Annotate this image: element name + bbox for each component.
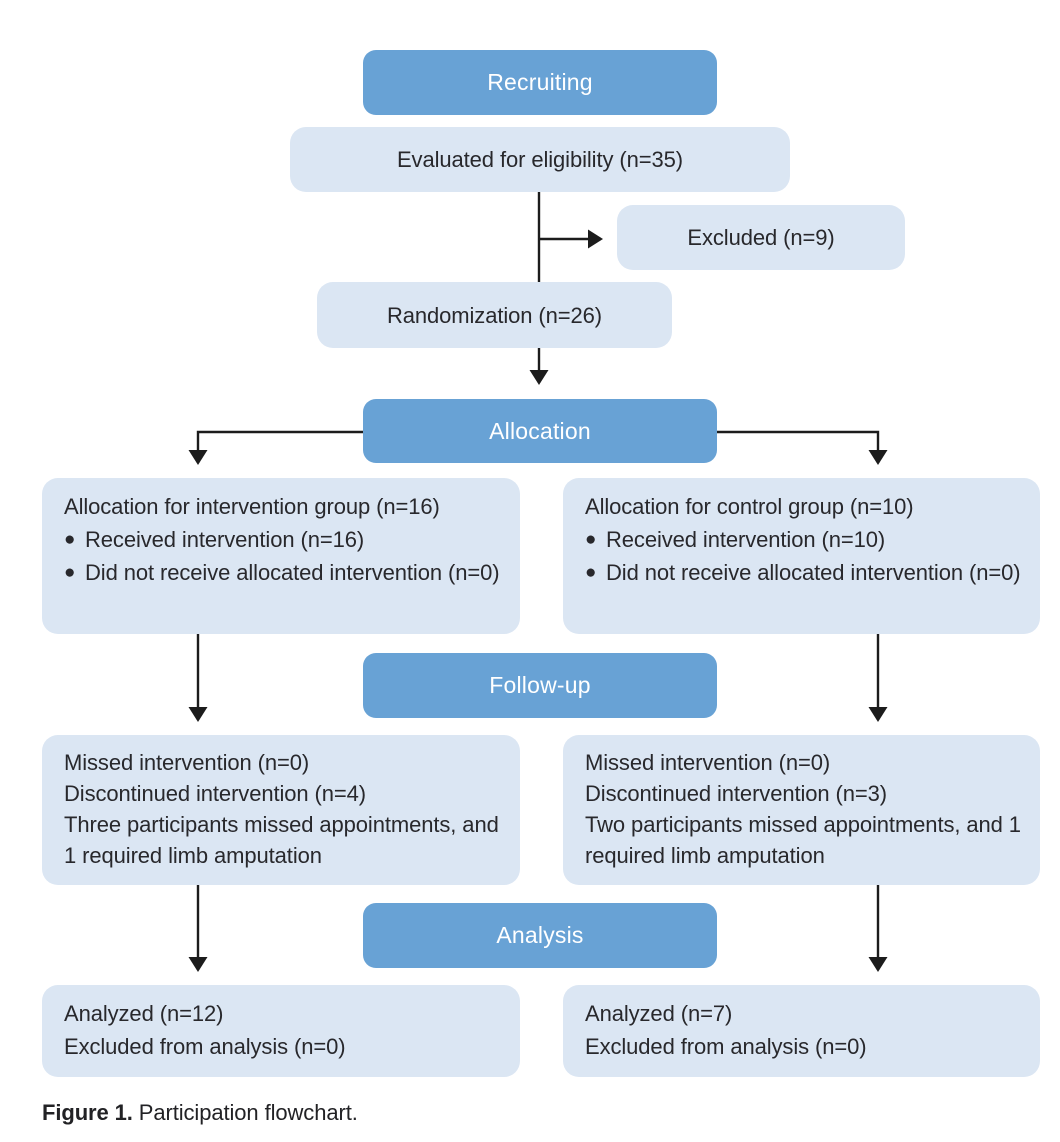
bullet-dot-icon: ● [64,529,76,550]
figure-caption-label: Figure 1. [42,1100,133,1125]
box-line: Missed intervention (n=0) [64,750,310,775]
bullet-dot-icon: ● [585,562,597,583]
stage-header-allocation: Allocation [363,399,717,463]
box-line: Excluded from analysis (n=0) [585,1034,867,1059]
box-line: Excluded from analysis (n=0) [64,1034,346,1059]
bullet-dot-icon: ● [64,562,76,583]
box-followup-intervention: Missed intervention (n=0) Discontinued i… [42,735,520,885]
stage-header-analysis: Analysis [363,903,717,968]
box-line: Three participants missed appointments, … [64,812,499,868]
bullet-dot-icon: ● [585,529,597,550]
figure-caption-text: Participation flowchart. [138,1100,358,1125]
bullet-text: Did not receive allocated intervention (… [85,560,500,585]
box-line: Discontinued intervention (n=4) [64,781,367,806]
box-line: Two participants missed appointments, an… [585,812,1021,868]
box-excluded: Excluded (n=9) [617,205,905,270]
box-line: Missed intervention (n=0) [585,750,831,775]
bullet-item: ● Did not receive allocated intervention… [64,556,504,589]
box-title: Allocation for intervention group (n=16) [64,494,440,519]
box-analysis-control: Analyzed (n=7) Excluded from analysis (n… [563,985,1040,1077]
box-line: Analyzed (n=7) [585,1001,733,1026]
bullet-item: ● Received intervention (n=16) [64,523,504,556]
bullet-text: Received intervention (n=16) [85,527,365,552]
box-followup-control: Missed intervention (n=0) Discontinued i… [563,735,1040,885]
bullet-text: Did not receive allocated intervention (… [606,560,1021,585]
bullet-item: ● Did not receive allocated intervention… [585,556,1024,589]
stage-header-followup: Follow-up [363,653,717,718]
box-evaluated: Evaluated for eligibility (n=35) [290,127,790,192]
bullet-text: Received intervention (n=10) [606,527,886,552]
box-line: Analyzed (n=12) [64,1001,224,1026]
stage-header-recruiting: Recruiting [363,50,717,115]
box-allocation-control: Allocation for control group (n=10) ● Re… [563,478,1040,634]
box-line: Discontinued intervention (n=3) [585,781,888,806]
box-randomization: Randomization (n=26) [317,282,672,348]
box-allocation-intervention: Allocation for intervention group (n=16)… [42,478,520,634]
box-analysis-intervention: Analyzed (n=12) Excluded from analysis (… [42,985,520,1077]
figure-caption: Figure 1.Participation flowchart. [42,1100,358,1126]
box-title: Allocation for control group (n=10) [585,494,914,519]
bullet-item: ● Received intervention (n=10) [585,523,1024,556]
